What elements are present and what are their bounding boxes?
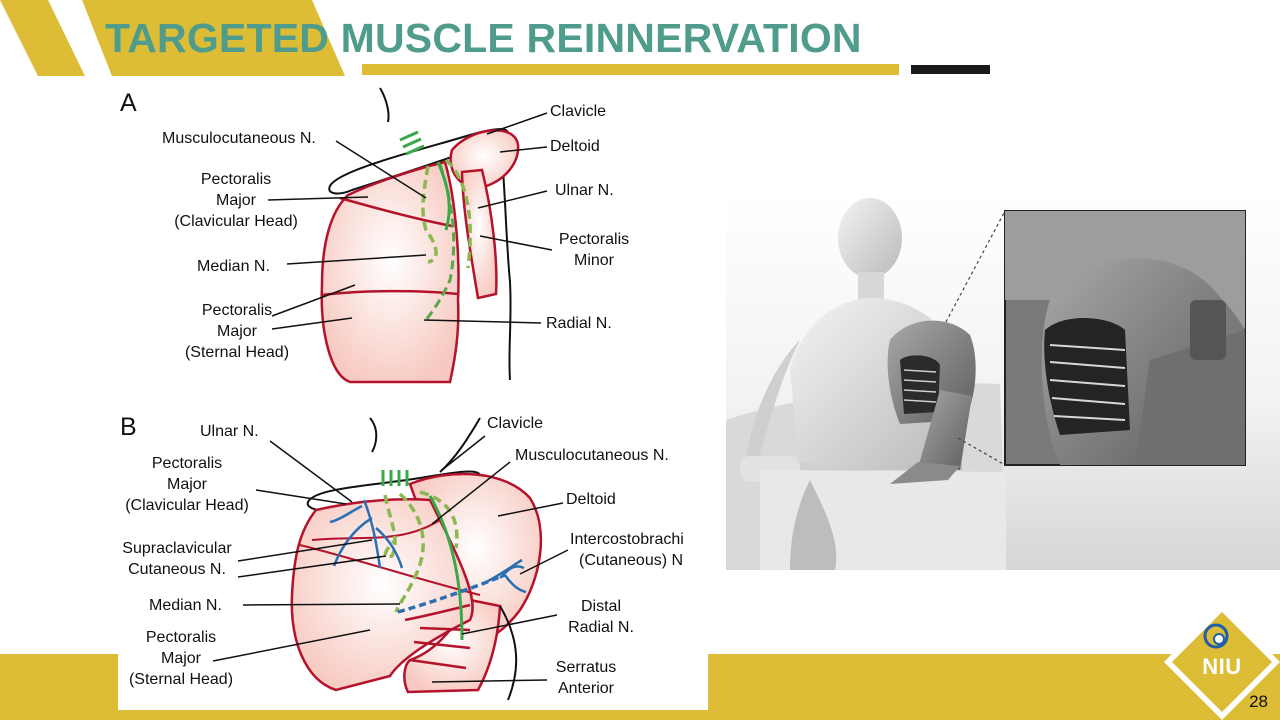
header-accent-stripe-left bbox=[0, 0, 85, 76]
label-b-intercostobrachial: Intercostobrachi (Cutaneous) N bbox=[570, 531, 684, 569]
label-a-pectoralis-major-clavicular: Pectoralis Major (Clavicular Head) bbox=[174, 171, 298, 230]
label-b-distal-radial: Distal Radial N. bbox=[568, 598, 634, 636]
niu-logo-text: NIU bbox=[1202, 654, 1242, 679]
label-a-median: Median N. bbox=[197, 258, 270, 275]
panel-a-letter: A bbox=[120, 89, 137, 117]
label-a-deltoid: Deltoid bbox=[550, 138, 600, 155]
label-b-clavicle: Clavicle bbox=[487, 415, 544, 432]
title-underline-gold bbox=[362, 64, 899, 75]
label-a-radial: Radial N. bbox=[546, 315, 612, 332]
title-underline-black bbox=[911, 65, 990, 74]
niu-logo bbox=[1164, 603, 1280, 720]
pectoralis-major-a bbox=[320, 160, 460, 384]
zoom-connector-lines bbox=[945, 210, 1006, 466]
label-b-ulnar: Ulnar N. bbox=[200, 423, 259, 440]
header-accent-band bbox=[82, 0, 345, 76]
panel-b-letter: B bbox=[120, 413, 137, 441]
page-number: 28 bbox=[1249, 692, 1268, 711]
pectoralis-minor-a bbox=[460, 168, 498, 300]
label-a-pectoralis-major-sternal: Pectoralis Major (Sternal Head) bbox=[184, 302, 290, 361]
slide-title: TARGETED MUSCLE REINNERVATION bbox=[105, 15, 862, 61]
label-a-ulnar: Ulnar N. bbox=[555, 182, 614, 199]
zoom-inset-detail bbox=[1005, 211, 1245, 465]
label-a-pectoralis-minor: Pectoralis Minor bbox=[558, 231, 630, 269]
panel-b-illustration bbox=[212, 417, 569, 701]
label-b-supraclavicular-cutaneous: Supraclavicular Cutaneous N. bbox=[122, 540, 232, 578]
label-b-median: Median N. bbox=[149, 597, 222, 614]
label-a-musculocutaneous: Musculocutaneous N. bbox=[162, 130, 316, 147]
label-b-pectoralis-major-sternal: Pectoralis Major (Sternal Head) bbox=[128, 629, 234, 688]
label-a-clavicle: Clavicle bbox=[550, 103, 607, 120]
panel-a-illustration bbox=[267, 87, 553, 384]
prosthetic-arm bbox=[887, 320, 976, 484]
label-b-deltoid: Deltoid bbox=[566, 491, 616, 508]
label-b-pectoralis-major-clavicular: Pectoralis Major (Clavicular Head) bbox=[125, 455, 249, 514]
label-b-serratus-anterior: Serratus Anterior bbox=[555, 659, 617, 697]
label-b-musculocutaneous: Musculocutaneous N. bbox=[515, 447, 669, 464]
